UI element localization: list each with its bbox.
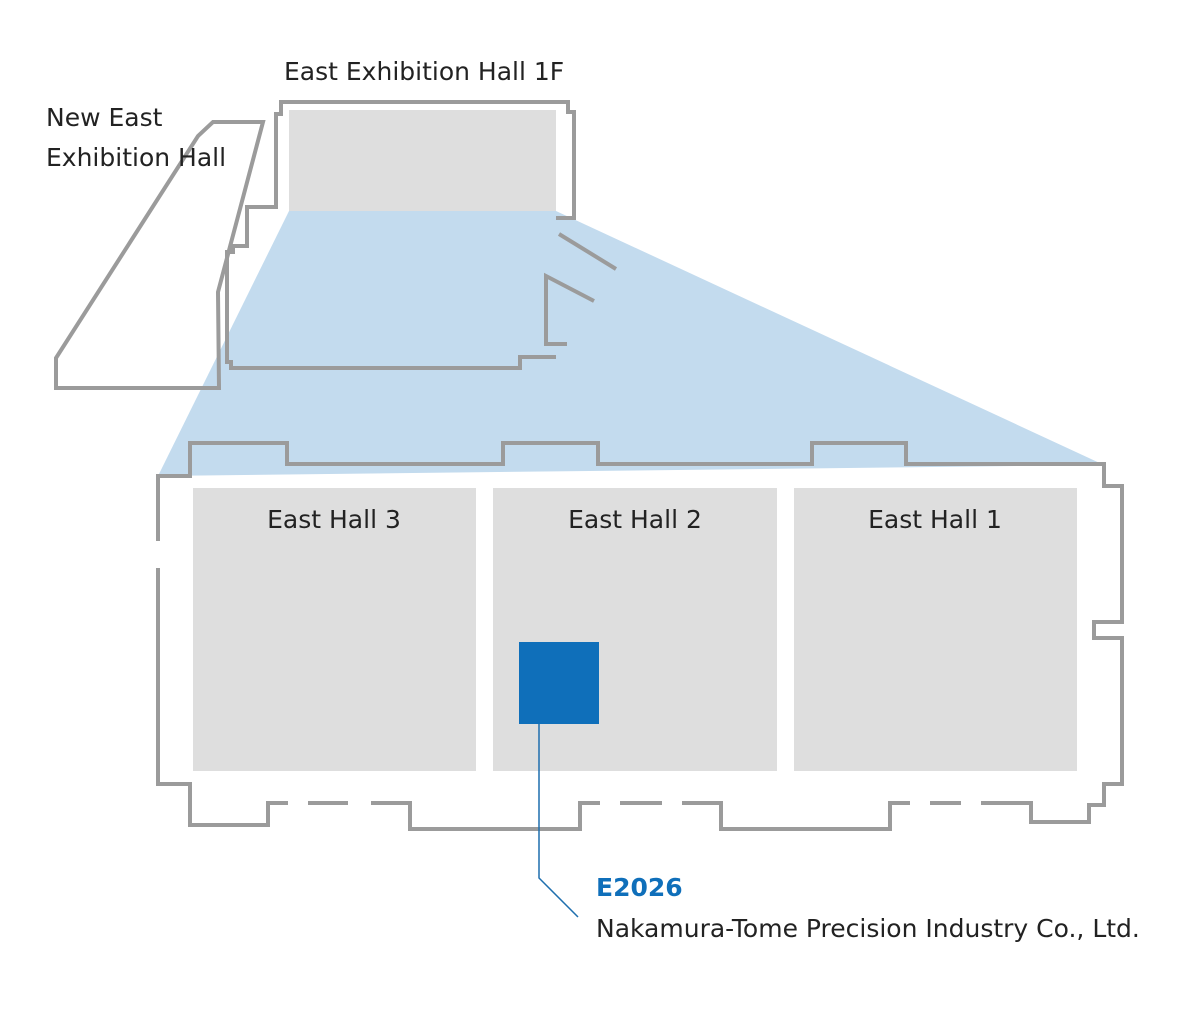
zoom-wedge: [158, 211, 1104, 476]
east-hall-1-label: East Hall 1: [868, 505, 1002, 534]
lower-hall-outline: [156, 441, 1124, 824]
exhibitor-name: Nakamura-Tome Precision Industry Co., Lt…: [596, 914, 1140, 943]
lower-hall-wall-segment: [682, 801, 910, 831]
new-east-hall-label-line2: Exhibition Hall: [46, 143, 226, 172]
new-east-hall-label-line1: New East: [46, 103, 163, 132]
booth-leader-line: [538, 724, 579, 918]
upper-hall-wall-segment: [544, 272, 595, 346]
lower-hall-wall-segment: [371, 801, 600, 831]
lower-hall-outline: [156, 568, 288, 827]
east-hall-1-area: [794, 488, 1077, 771]
upper-hall-title: East Exhibition Hall 1F: [284, 57, 564, 86]
east-hall-3-area: [193, 488, 476, 771]
booth-marker[interactable]: [519, 642, 599, 724]
east-hall-2-label: East Hall 2: [568, 505, 702, 534]
upper-hall-area: [289, 110, 556, 211]
booth-code: E2026: [596, 873, 683, 902]
east-hall-3-label: East Hall 3: [267, 505, 401, 534]
new-east-hall-outline: [54, 120, 266, 390]
upper-hall-outline: [225, 100, 576, 370]
upper-hall-wall-segment: [557, 232, 618, 271]
